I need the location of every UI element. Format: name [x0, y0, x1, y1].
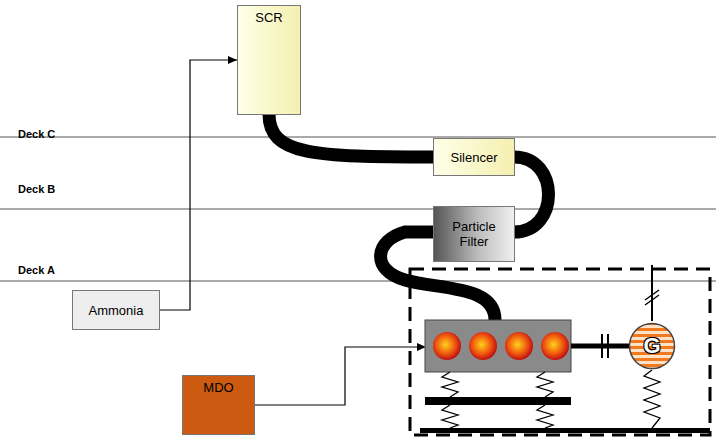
coupling — [607, 334, 609, 358]
cylinder — [541, 332, 569, 360]
cylinder — [469, 332, 497, 360]
ammonia-tank: Ammonia — [72, 290, 160, 330]
node-label: Ammonia — [89, 303, 144, 318]
base-frame — [425, 397, 571, 405]
deck-line — [0, 137, 716, 138]
spring — [537, 372, 553, 397]
scr-unit: SCR — [237, 5, 301, 115]
spring — [442, 372, 458, 397]
particle-filter-box: Particle Filter — [433, 206, 515, 262]
generator-letter: G — [643, 334, 660, 358]
deck-label: Deck A — [18, 264, 55, 276]
deck-line — [0, 281, 716, 282]
cylinder — [433, 332, 461, 360]
cable-mark — [645, 290, 659, 300]
foundation — [420, 428, 710, 433]
exhaust-pipe — [514, 157, 549, 232]
node-label: MDO — [203, 380, 233, 395]
generator-circle: G — [628, 322, 676, 370]
mdo-tank: MDO — [182, 375, 255, 435]
shaft — [571, 344, 630, 349]
deck-label: Deck B — [18, 183, 55, 195]
spring — [644, 370, 660, 428]
engine-block — [425, 320, 571, 372]
fuel-line — [255, 347, 420, 405]
node-label: Silencer — [451, 150, 498, 165]
arrowhead — [228, 56, 237, 64]
deck-line — [0, 209, 716, 210]
exhaust-pipe — [269, 114, 434, 157]
silencer-box: Silencer — [433, 138, 515, 176]
node-label: Particle Filter — [437, 219, 511, 249]
deck-label: Deck C — [18, 128, 55, 140]
ammonia-line — [160, 60, 237, 310]
connector — [160, 56, 237, 310]
connector — [514, 157, 549, 232]
cable-mark — [645, 295, 659, 305]
coupling — [601, 334, 603, 358]
spring — [442, 405, 458, 428]
connector — [269, 114, 434, 157]
cylinder — [505, 332, 533, 360]
spring — [537, 405, 553, 428]
node-label: SCR — [255, 10, 282, 25]
cable — [651, 265, 653, 321]
